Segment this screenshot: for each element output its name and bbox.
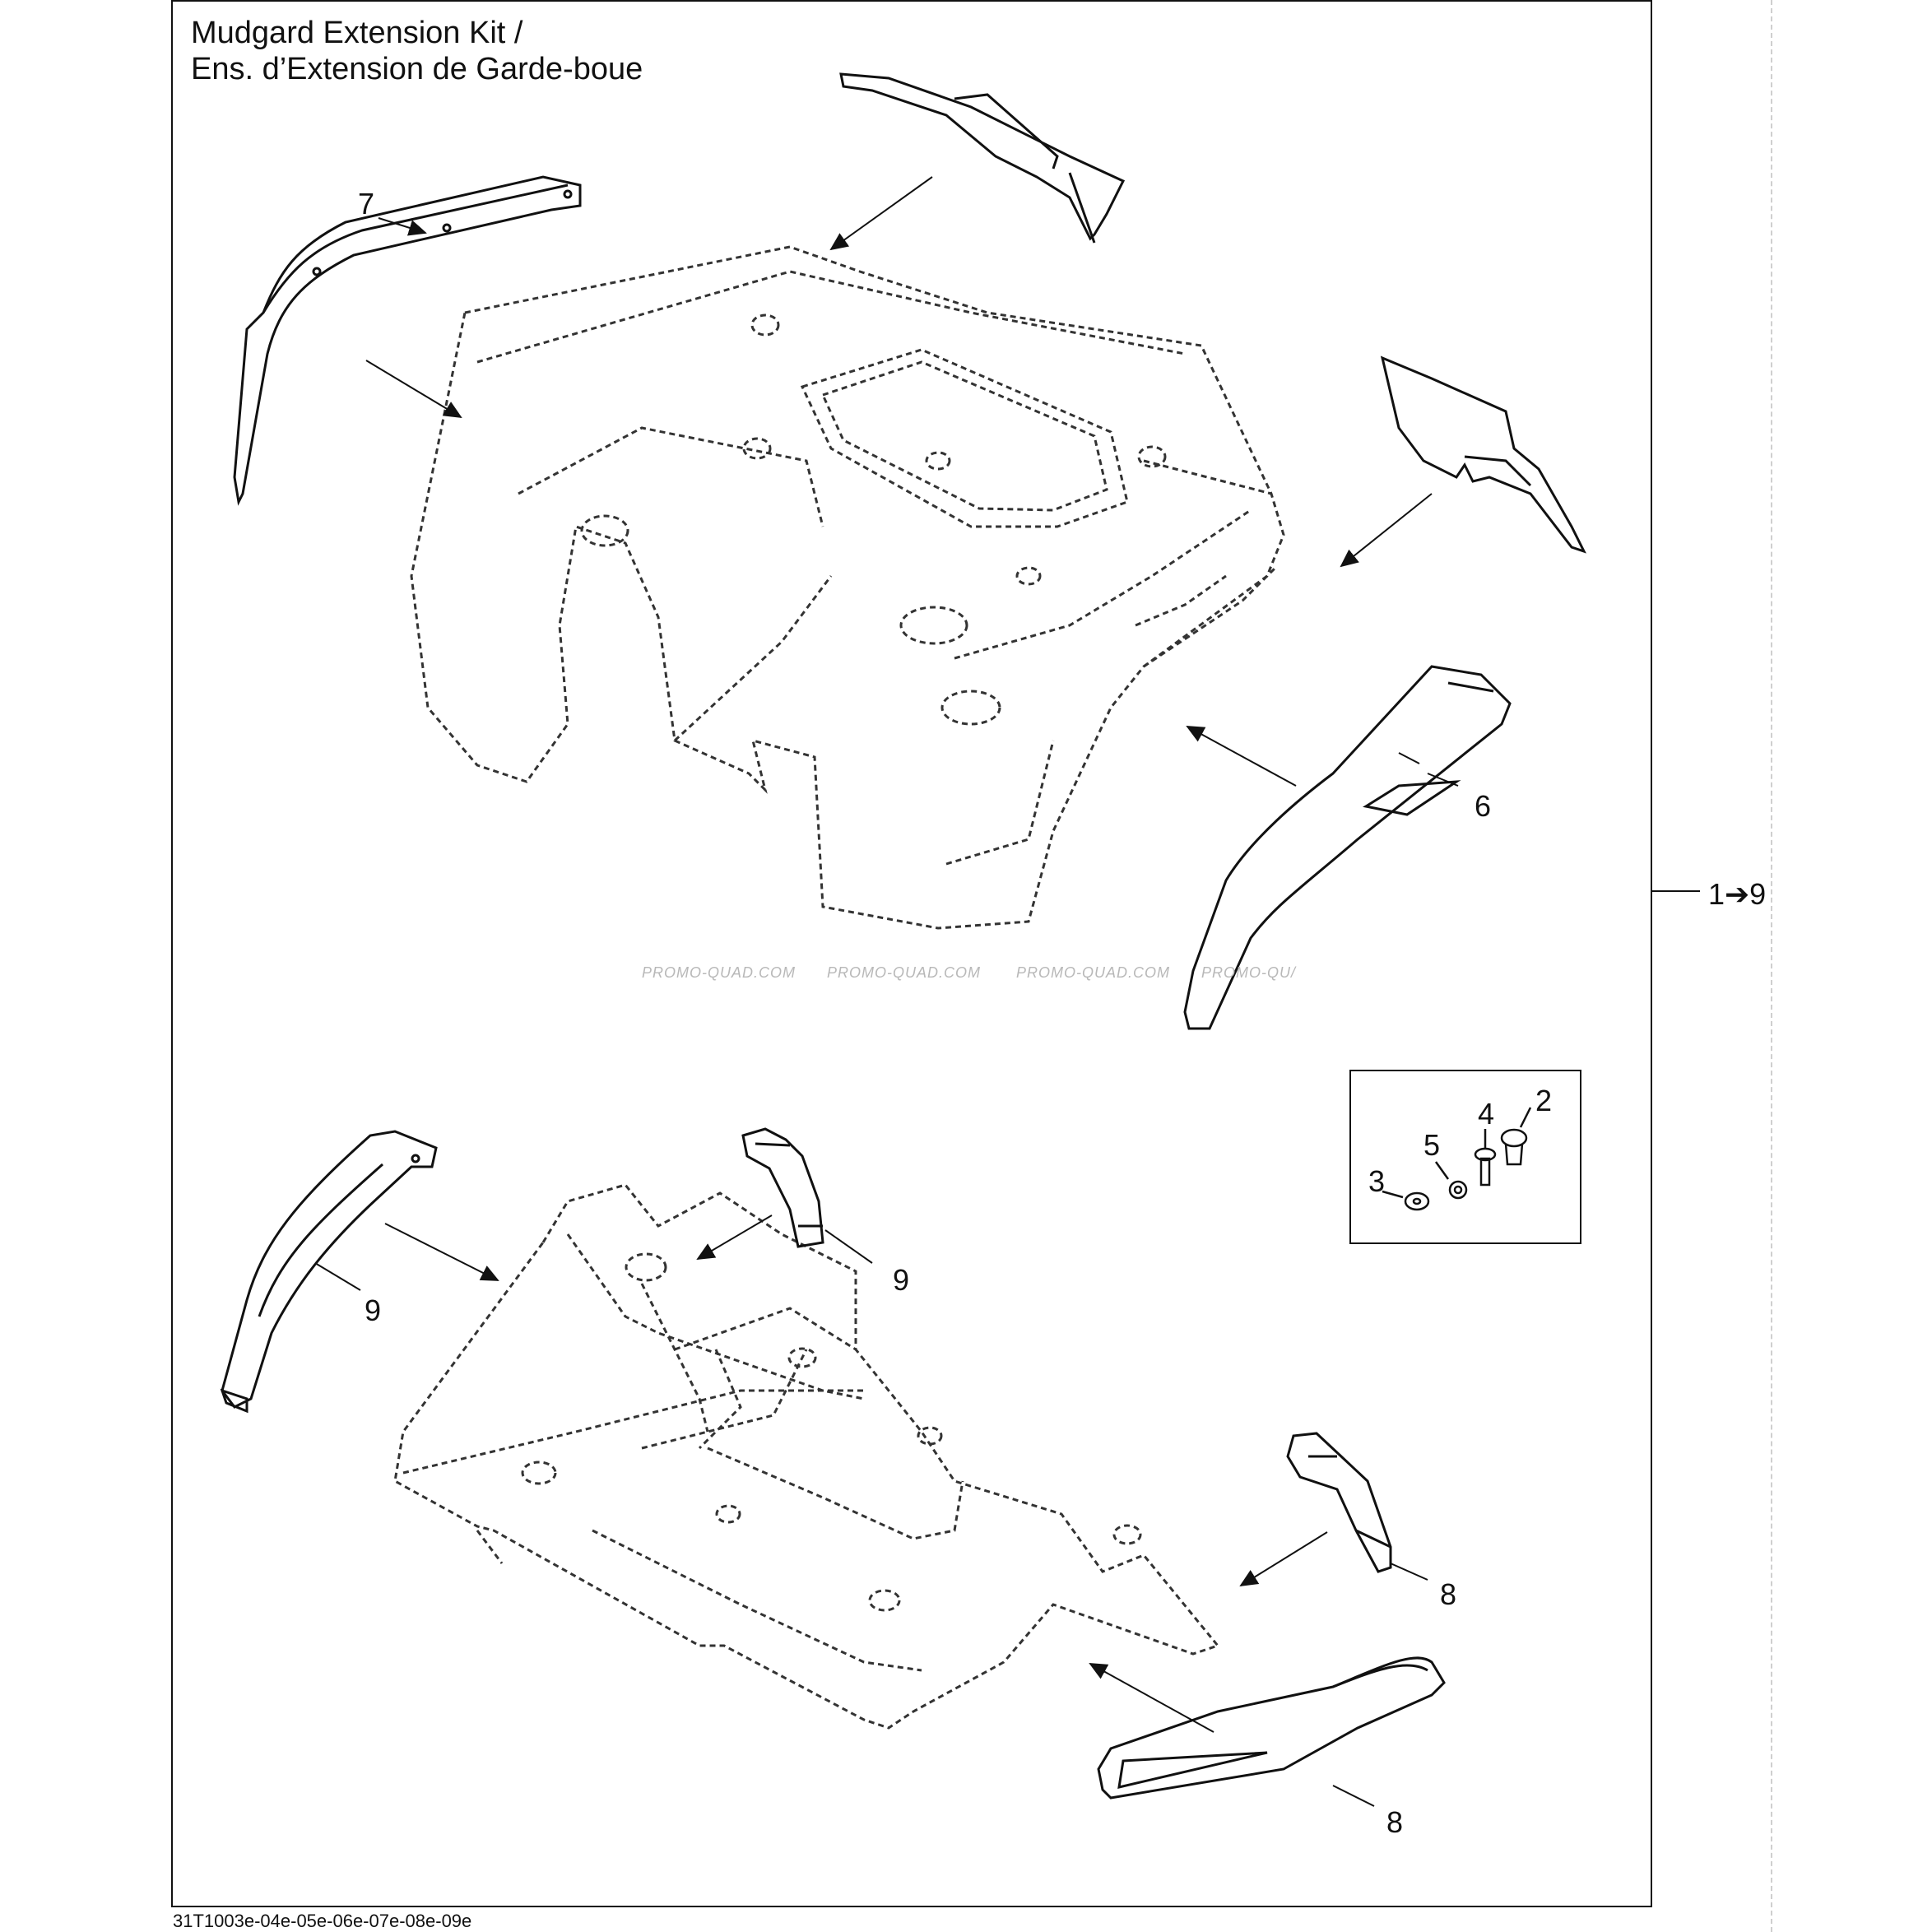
callout-9-top: 9 bbox=[893, 1263, 910, 1297]
title-line-french: Ens. d’Extension de Garde-boue bbox=[191, 52, 643, 86]
front-extension-right-upper-part bbox=[1286, 1432, 1392, 1573]
watermark-4: PROMO-QU/ bbox=[1201, 964, 1296, 981]
callout-6: 6 bbox=[1475, 789, 1492, 823]
front-extension-right-lower-part bbox=[1097, 1656, 1446, 1800]
hardware-inset-box bbox=[1349, 1070, 1581, 1244]
diagram-title: Mudgard Extension Kit / Ens. d’Extension… bbox=[191, 15, 643, 87]
diagram-frame bbox=[171, 0, 1652, 1907]
rear-assembly-arrows bbox=[365, 176, 1433, 787]
watermark-2: PROMO-QUAD.COM bbox=[827, 964, 981, 981]
callout-4: 4 bbox=[1478, 1097, 1495, 1131]
front-extension-top-part bbox=[741, 1127, 824, 1248]
rear-top-bracket-part bbox=[839, 72, 1126, 244]
part-range-label: 1➔9 bbox=[1708, 877, 1767, 911]
callout-3: 3 bbox=[1368, 1164, 1386, 1198]
callout-7: 7 bbox=[358, 187, 375, 221]
rear-fender-body bbox=[410, 245, 1285, 930]
title-line-english: Mudgard Extension Kit / bbox=[191, 16, 523, 50]
rear-extension-right-part bbox=[1183, 665, 1512, 1030]
front-assembly-arrows bbox=[384, 1214, 1328, 1733]
callout-8-lower: 8 bbox=[1386, 1805, 1404, 1839]
callout-leaders bbox=[314, 773, 1700, 1807]
callout-9-left: 9 bbox=[365, 1293, 382, 1327]
page-edge-guide bbox=[1771, 0, 1772, 1932]
callout-2: 2 bbox=[1535, 1084, 1553, 1117]
hardware-parts bbox=[1382, 1107, 1532, 1211]
watermark-1: PROMO-QUAD.COM bbox=[642, 964, 796, 981]
front-extension-left-part bbox=[220, 1130, 438, 1414]
callout-5: 5 bbox=[1423, 1128, 1441, 1162]
callout-8-upper: 8 bbox=[1440, 1577, 1457, 1611]
watermark-3: PROMO-QUAD.COM bbox=[1016, 964, 1170, 981]
diagram-reference-code: 31T1003e-04e-05e-06e-07e-08e-09e bbox=[173, 1911, 472, 1931]
front-fender-body bbox=[393, 1183, 1220, 1730]
rear-extension-left-part bbox=[233, 175, 582, 506]
rear-right-bracket-part bbox=[1380, 355, 1586, 554]
